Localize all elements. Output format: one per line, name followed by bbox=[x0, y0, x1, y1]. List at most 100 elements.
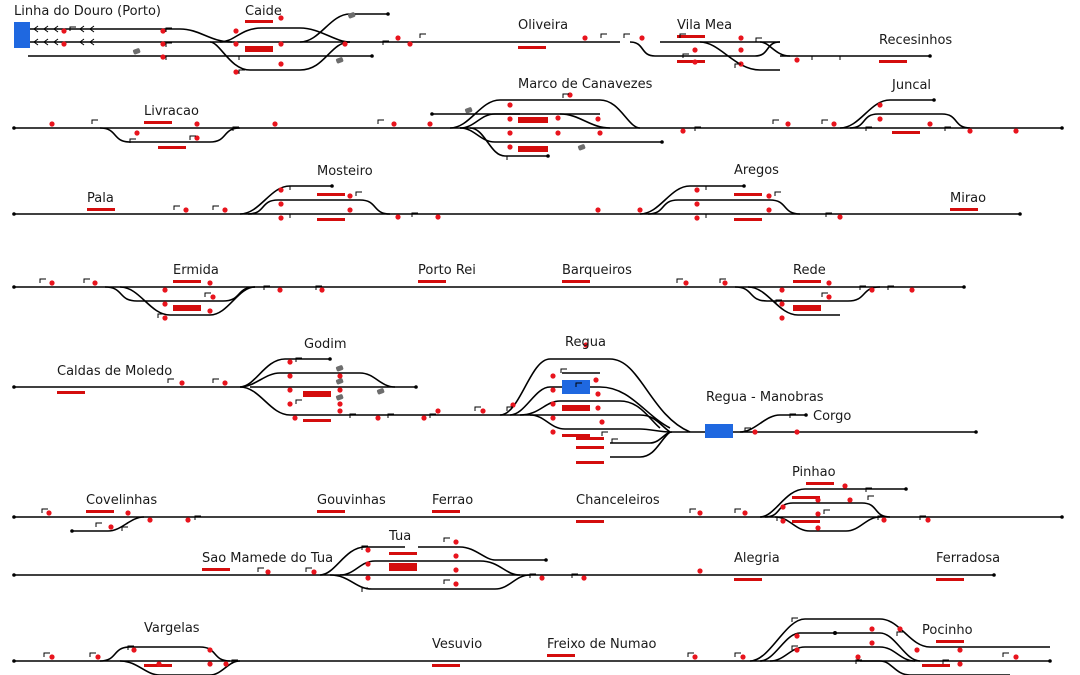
platform-marker bbox=[936, 578, 964, 581]
track-curve bbox=[519, 400, 661, 429]
signal-post bbox=[562, 93, 569, 98]
buffer-stop-icon bbox=[804, 413, 808, 417]
buffer-stop-icon bbox=[1060, 126, 1064, 130]
station-label-regua-manobras: Regua - Manobras bbox=[706, 390, 824, 405]
signal-post bbox=[719, 278, 726, 283]
signal-post bbox=[575, 382, 582, 387]
track-curve bbox=[839, 99, 934, 129]
signal-icon bbox=[595, 405, 601, 411]
signal-icon bbox=[694, 201, 700, 207]
track-curve bbox=[239, 386, 500, 416]
signal-icon bbox=[319, 287, 325, 293]
station-label-alegria: Alegria bbox=[734, 551, 780, 566]
signal-icon bbox=[583, 342, 589, 348]
signal-icon bbox=[815, 525, 821, 531]
signal-post bbox=[361, 545, 368, 550]
track-curve bbox=[647, 199, 801, 215]
signal-post bbox=[315, 285, 322, 290]
platform-marker bbox=[793, 280, 821, 283]
signal-icon bbox=[593, 377, 599, 383]
signal-post bbox=[1002, 652, 1009, 657]
signal-icon bbox=[233, 69, 239, 75]
track-curve bbox=[610, 431, 673, 444]
station-label-ferrao: Ferrao bbox=[432, 493, 474, 508]
platform-marker bbox=[879, 60, 907, 63]
platform-marker bbox=[677, 60, 705, 63]
track-curve bbox=[759, 488, 906, 518]
signal-post bbox=[295, 399, 302, 404]
signal-post bbox=[734, 63, 741, 68]
track-curve bbox=[469, 127, 548, 157]
signal-icon bbox=[855, 654, 861, 660]
signal-post bbox=[865, 487, 872, 492]
signal-post bbox=[263, 285, 270, 290]
track-curve bbox=[559, 113, 611, 129]
track-curve bbox=[500, 414, 671, 433]
signal-post bbox=[443, 537, 450, 542]
signal-icon bbox=[222, 207, 228, 213]
signal-post bbox=[919, 515, 926, 520]
signal-icon bbox=[337, 373, 343, 379]
signal-icon bbox=[595, 116, 601, 122]
platform-marker bbox=[950, 208, 978, 211]
signal-icon bbox=[794, 429, 800, 435]
track-curve bbox=[769, 646, 916, 662]
buffer-stop-icon bbox=[328, 357, 332, 361]
signal-icon bbox=[365, 561, 371, 567]
platform-marker bbox=[576, 520, 604, 523]
station-label-caide: Caide bbox=[245, 4, 282, 19]
signal-icon bbox=[125, 510, 131, 516]
arrow-icon bbox=[43, 38, 49, 46]
buffer-stop-icon bbox=[370, 54, 374, 58]
buffer-stop-icon bbox=[1060, 515, 1064, 519]
signal-icon bbox=[287, 401, 293, 407]
track-curve bbox=[119, 286, 256, 316]
signal-post bbox=[687, 652, 694, 657]
signal-icon bbox=[692, 47, 698, 53]
signal-post bbox=[121, 526, 128, 531]
track-curve bbox=[209, 41, 351, 71]
platform-marker bbox=[734, 193, 762, 196]
wagon-icon bbox=[335, 378, 344, 385]
signal-icon bbox=[510, 402, 516, 408]
station-label-pinhao: Pinhao bbox=[792, 465, 836, 480]
signal-post bbox=[349, 413, 356, 418]
platform-marker bbox=[202, 568, 230, 571]
signal-icon bbox=[108, 524, 114, 530]
platform-marker bbox=[158, 146, 186, 149]
signal-post bbox=[69, 26, 76, 31]
signal-icon bbox=[179, 380, 185, 386]
platform-marker bbox=[677, 35, 705, 38]
station-label-recesinhos: Recesinhos bbox=[879, 33, 953, 48]
signal-icon bbox=[897, 626, 903, 632]
buffer-stop-icon bbox=[12, 385, 16, 389]
station-label-barqueiros: Barqueiros bbox=[562, 263, 632, 278]
signal-post bbox=[382, 40, 389, 45]
platform-marker bbox=[793, 305, 821, 311]
signal-post bbox=[944, 126, 951, 131]
signal-icon bbox=[507, 102, 513, 108]
wagon-icon bbox=[132, 48, 141, 55]
signal-icon bbox=[337, 387, 343, 393]
platform-marker bbox=[87, 208, 115, 211]
signal-icon bbox=[480, 408, 486, 414]
signal-post bbox=[839, 55, 846, 60]
signal-icon bbox=[46, 510, 52, 516]
signal-icon bbox=[550, 429, 556, 435]
signal-icon bbox=[347, 207, 353, 213]
track-curve bbox=[104, 286, 256, 302]
signal-post bbox=[41, 508, 48, 513]
signal-icon bbox=[779, 287, 785, 293]
signal-icon bbox=[742, 510, 748, 516]
signal-icon bbox=[815, 497, 821, 503]
signal-icon bbox=[287, 359, 293, 365]
signal-icon bbox=[869, 640, 875, 646]
track-curve bbox=[459, 113, 600, 129]
signal-post bbox=[173, 205, 180, 210]
signal-post bbox=[734, 508, 741, 513]
signal-post bbox=[411, 212, 418, 217]
signal-icon bbox=[278, 215, 284, 221]
track-curve bbox=[99, 646, 231, 662]
signal-icon bbox=[697, 510, 703, 516]
junction-marker bbox=[833, 631, 837, 635]
